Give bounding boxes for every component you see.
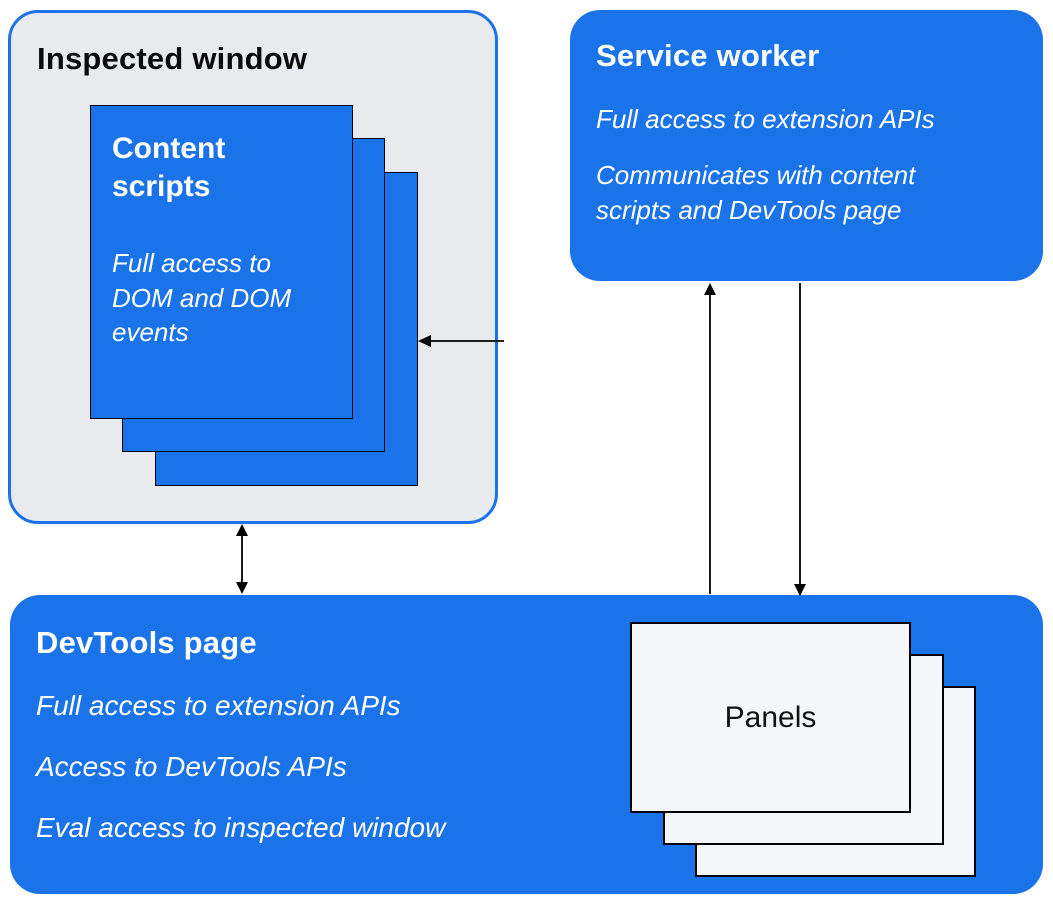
devtools-page-title: DevTools page [36,625,257,660]
content-scripts-description: Full access to DOM and DOM events [112,248,292,348]
panels-card: Panels [630,622,911,813]
devtools-capability-1: Full access to extension APIs [36,690,401,721]
content-scripts-title: Content scripts [112,132,226,204]
arrow-devtools-inspectedwindow [236,524,248,594]
service-worker-box: Service worker Full access to extension … [570,10,1043,281]
devtools-capability-3: Eval access to inspected window [36,812,446,843]
service-worker-capability-1: Full access to extension APIs [596,104,935,134]
panels-title: Panels [724,700,817,734]
service-worker-capability-2: Communicates with content scripts and De… [596,160,916,225]
service-worker-title: Service worker [596,38,820,73]
content-scripts-card: Content scripts Full access to DOM and D… [90,105,353,419]
devtools-capability-2: Access to DevTools APIs [36,751,347,782]
arrow-devtools-to-serviceworker [704,283,716,594]
inspected-window-title: Inspected window [37,41,308,76]
arrow-serviceworker-to-devtools [794,283,806,596]
